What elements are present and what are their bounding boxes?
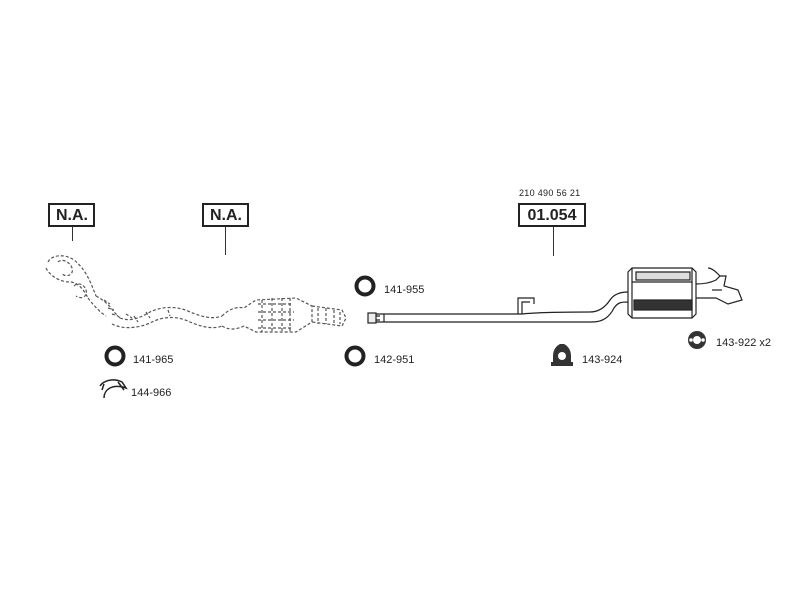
part-label-141-965: 141-965	[133, 354, 174, 366]
rear-pipe-muffler-01054[interactable]	[367, 267, 743, 324]
rubber-ring-hanger-icon-143-922[interactable]	[688, 331, 706, 349]
part-label-143-922: 143-922 x2	[716, 337, 772, 349]
part-number-main[interactable]: 01.054	[518, 203, 586, 227]
clamp-icon-144-966[interactable]	[99, 379, 128, 399]
part-label-143-924: 143-924	[582, 354, 623, 366]
leader-line-main	[553, 227, 554, 256]
ring-gasket-icon-142-951[interactable]	[344, 345, 366, 367]
front-pipe-not-available	[45, 255, 347, 333]
na-label-middle: N.A.	[202, 203, 249, 227]
na-label-left: N.A.	[48, 203, 95, 227]
oem-number: 210 490 56 21	[519, 188, 581, 198]
part-label-144-966: 144-966	[131, 387, 172, 399]
leader-line-na-middle	[225, 227, 226, 255]
leader-line-na-left	[72, 227, 73, 241]
ring-gasket-icon-141-955[interactable]	[354, 275, 376, 297]
rubber-mount-icon-143-924[interactable]	[551, 344, 573, 366]
part-label-142-951: 142-951	[374, 354, 415, 366]
ring-gasket-icon-141-965[interactable]	[104, 345, 126, 367]
part-label-141-955: 141-955	[384, 284, 425, 296]
